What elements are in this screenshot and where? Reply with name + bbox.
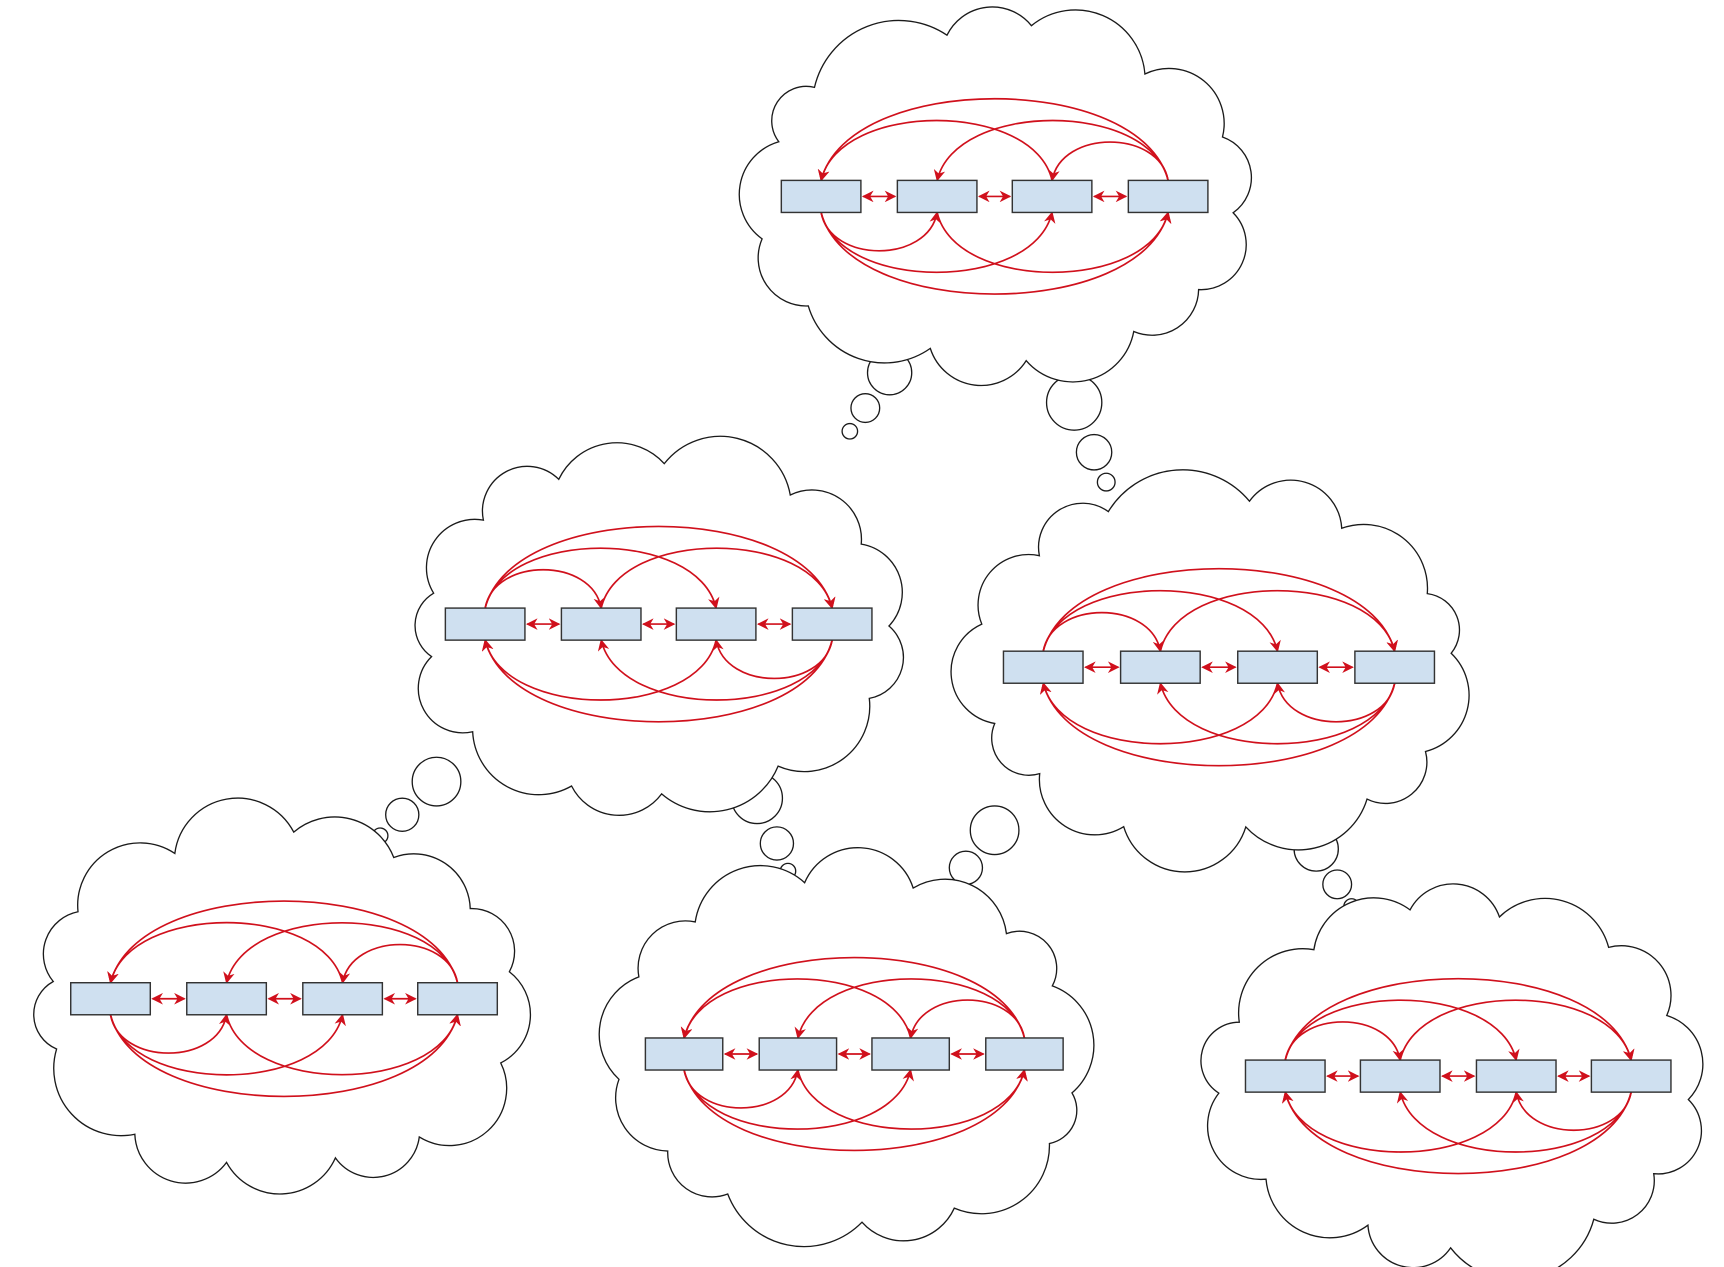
- edge-1-to-3-bottom: [683, 1068, 914, 1130]
- edge-3-to-1-bottom: [1281, 1090, 1518, 1153]
- node-box-2: [1359, 1059, 1441, 1093]
- edge-3-to-1-top: [817, 119, 1053, 182]
- node-box-1: [70, 982, 152, 1016]
- node-box-3: [1011, 179, 1093, 214]
- edge-1-to-4-bottom: [109, 1013, 461, 1098]
- edge-4-to-1-bottom: [1040, 682, 1396, 767]
- edge-4-to-1-bottom: [1282, 1091, 1632, 1175]
- edge-1-to-4-top: [484, 525, 836, 610]
- thought-bubble: [759, 826, 795, 861]
- cloud-bottom-right: [1200, 883, 1704, 1267]
- cloud-top: [738, 6, 1253, 387]
- edge-4-to-2-top: [223, 922, 459, 984]
- node-box-3: [675, 607, 757, 641]
- edge-4-to-1-top: [818, 98, 1169, 182]
- node-box-4: [417, 982, 499, 1016]
- node-box-2: [186, 982, 268, 1016]
- edge-2-to-4-top: [600, 547, 836, 610]
- edge-4-to-2-bottom: [1157, 682, 1396, 745]
- thought-bubble: [411, 756, 462, 807]
- edge-1-to-4-bottom: [820, 211, 1172, 295]
- edge-2-to-4-top: [1159, 589, 1398, 653]
- node-box-1: [780, 179, 862, 214]
- thought-bubble: [850, 393, 881, 424]
- thought-bubble: [841, 422, 859, 440]
- edge-3-to-1-top: [107, 921, 344, 984]
- node-box-2: [896, 179, 978, 214]
- thought-bubble-trail: [841, 349, 913, 440]
- node-box-3: [302, 982, 384, 1016]
- node-box-2: [1119, 650, 1201, 684]
- edge-1-to-4-top: [1042, 568, 1398, 653]
- cloud-bottom-left: [33, 797, 532, 1195]
- edge-4-to-2-bottom: [597, 639, 833, 701]
- thought-bubble: [1096, 472, 1116, 492]
- edge-2-to-4-bottom: [797, 1068, 1028, 1130]
- edge-2-to-4-top: [1399, 999, 1635, 1062]
- thought-bubble-trail: [1045, 374, 1116, 492]
- thought-bubbles: [371, 349, 1360, 915]
- node-box-2: [758, 1037, 838, 1071]
- edge-4-to-1-top: [681, 956, 1026, 1040]
- node-box-1: [444, 607, 526, 641]
- node-box-4: [1590, 1059, 1672, 1093]
- thought-bubble-trail: [371, 756, 462, 845]
- node-box-3: [1475, 1059, 1557, 1093]
- cloud-bottom-middle: [598, 847, 1095, 1248]
- thought-bubble: [385, 797, 420, 832]
- edge-1-to-4-top: [1284, 977, 1635, 1062]
- thought-bubble: [1045, 374, 1103, 431]
- cloud-middle-left: [414, 435, 905, 816]
- node-box-1: [1244, 1059, 1326, 1093]
- edge-1-to-3-top: [484, 547, 720, 610]
- edge-1-to-3-top: [1042, 589, 1281, 653]
- edge-4-to-1-top: [107, 900, 459, 984]
- edge-1-to-3-bottom: [109, 1013, 346, 1076]
- edge-4-to-2-top: [794, 978, 1026, 1040]
- edge-3-to-1-bottom: [1039, 682, 1279, 745]
- edge-3-to-1-bottom: [481, 639, 717, 701]
- edge-4-to-2-bottom: [1396, 1090, 1632, 1153]
- cloud-outline: [598, 847, 1095, 1248]
- edge-4-to-2-top: [933, 119, 1169, 182]
- edge-3-to-1-top: [680, 978, 912, 1040]
- edge-4-to-1-bottom: [482, 639, 833, 723]
- cloud-middle-right: [950, 469, 1470, 873]
- thought-bubble: [1322, 869, 1353, 900]
- node-box-1: [1002, 650, 1084, 684]
- thought-bubble: [969, 805, 1020, 856]
- node-box-4: [791, 607, 873, 641]
- node-box-1: [644, 1037, 724, 1071]
- node-box-3: [871, 1037, 951, 1071]
- node-box-2: [560, 607, 642, 641]
- edge-1-to-3-bottom: [820, 211, 1056, 273]
- edge-1-to-3-top: [1284, 999, 1520, 1062]
- node-box-3: [1237, 650, 1319, 684]
- edge-2-to-4-bottom: [936, 211, 1172, 273]
- node-box-4: [1127, 179, 1209, 214]
- thought-bubble-trail: [939, 805, 1020, 899]
- node-box-4: [985, 1037, 1064, 1071]
- edge-1-to-4-bottom: [683, 1068, 1028, 1152]
- edge-2-to-4-bottom: [225, 1013, 461, 1076]
- clouds: [33, 6, 1704, 1267]
- thought-bubble: [1075, 433, 1113, 471]
- node-box-4: [1354, 650, 1436, 684]
